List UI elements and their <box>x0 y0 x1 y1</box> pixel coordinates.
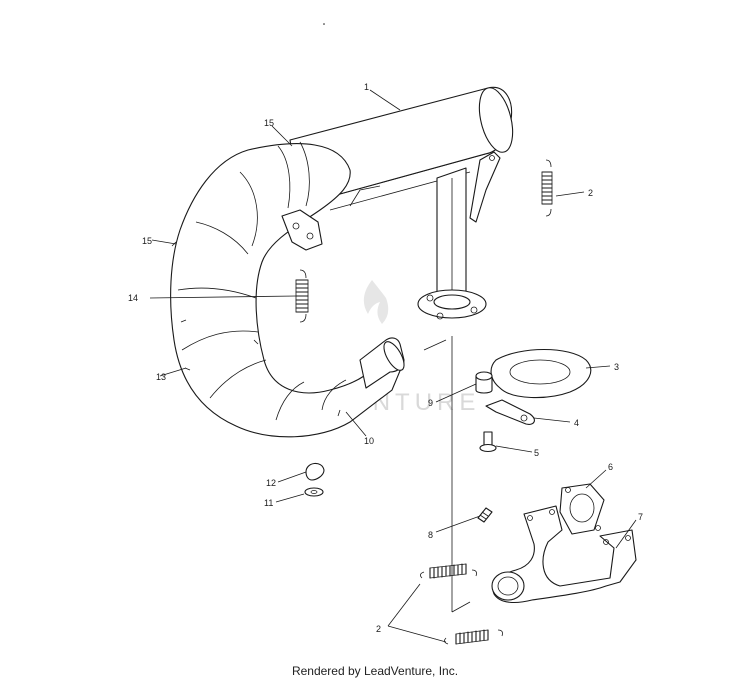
grommet-9 <box>475 371 493 394</box>
washer-11 <box>304 487 324 497</box>
callout-7: 7 <box>638 512 643 522</box>
leader-lines <box>149 89 637 643</box>
spring-2-top <box>541 159 553 217</box>
callout-2-bottom: 2 <box>376 624 381 634</box>
callout-3: 3 <box>614 362 619 372</box>
pin-5 <box>479 431 497 453</box>
callout-12: 12 <box>266 478 276 488</box>
stray-dot <box>323 23 325 25</box>
footer-credit: Rendered by LeadVenture, Inc. <box>291 664 459 678</box>
callout-4: 4 <box>574 418 579 428</box>
callout-1: 1 <box>364 82 369 92</box>
callout-11: 11 <box>264 498 273 508</box>
callout-2-top: 2 <box>588 188 593 198</box>
callout-10: 10 <box>364 436 374 446</box>
spring-14 <box>295 269 309 323</box>
cap-12 <box>305 462 325 481</box>
callout-14: 14 <box>128 293 138 303</box>
assembly-axis-line <box>423 336 471 613</box>
callout-5: 5 <box>534 448 539 458</box>
gasket-3 <box>490 348 592 399</box>
callout-9: 9 <box>428 398 433 408</box>
clip-4 <box>485 399 535 425</box>
callout-15-top: 15 <box>264 118 274 128</box>
callout-8: 8 <box>428 530 433 540</box>
manifold-7 <box>491 505 637 604</box>
spring-2-lower <box>420 563 477 579</box>
callout-6: 6 <box>608 462 613 472</box>
spring-2-bottom <box>444 629 503 645</box>
callout-15-left: 15 <box>142 236 152 246</box>
gasket-6 <box>559 483 605 535</box>
callout-13: 13 <box>156 372 166 382</box>
callout-labels: 1 15 15 14 13 10 2 3 9 4 5 12 11 6 8 7 2 <box>128 82 643 634</box>
fitting-8 <box>477 507 493 523</box>
expansion-chamber <box>170 141 405 438</box>
